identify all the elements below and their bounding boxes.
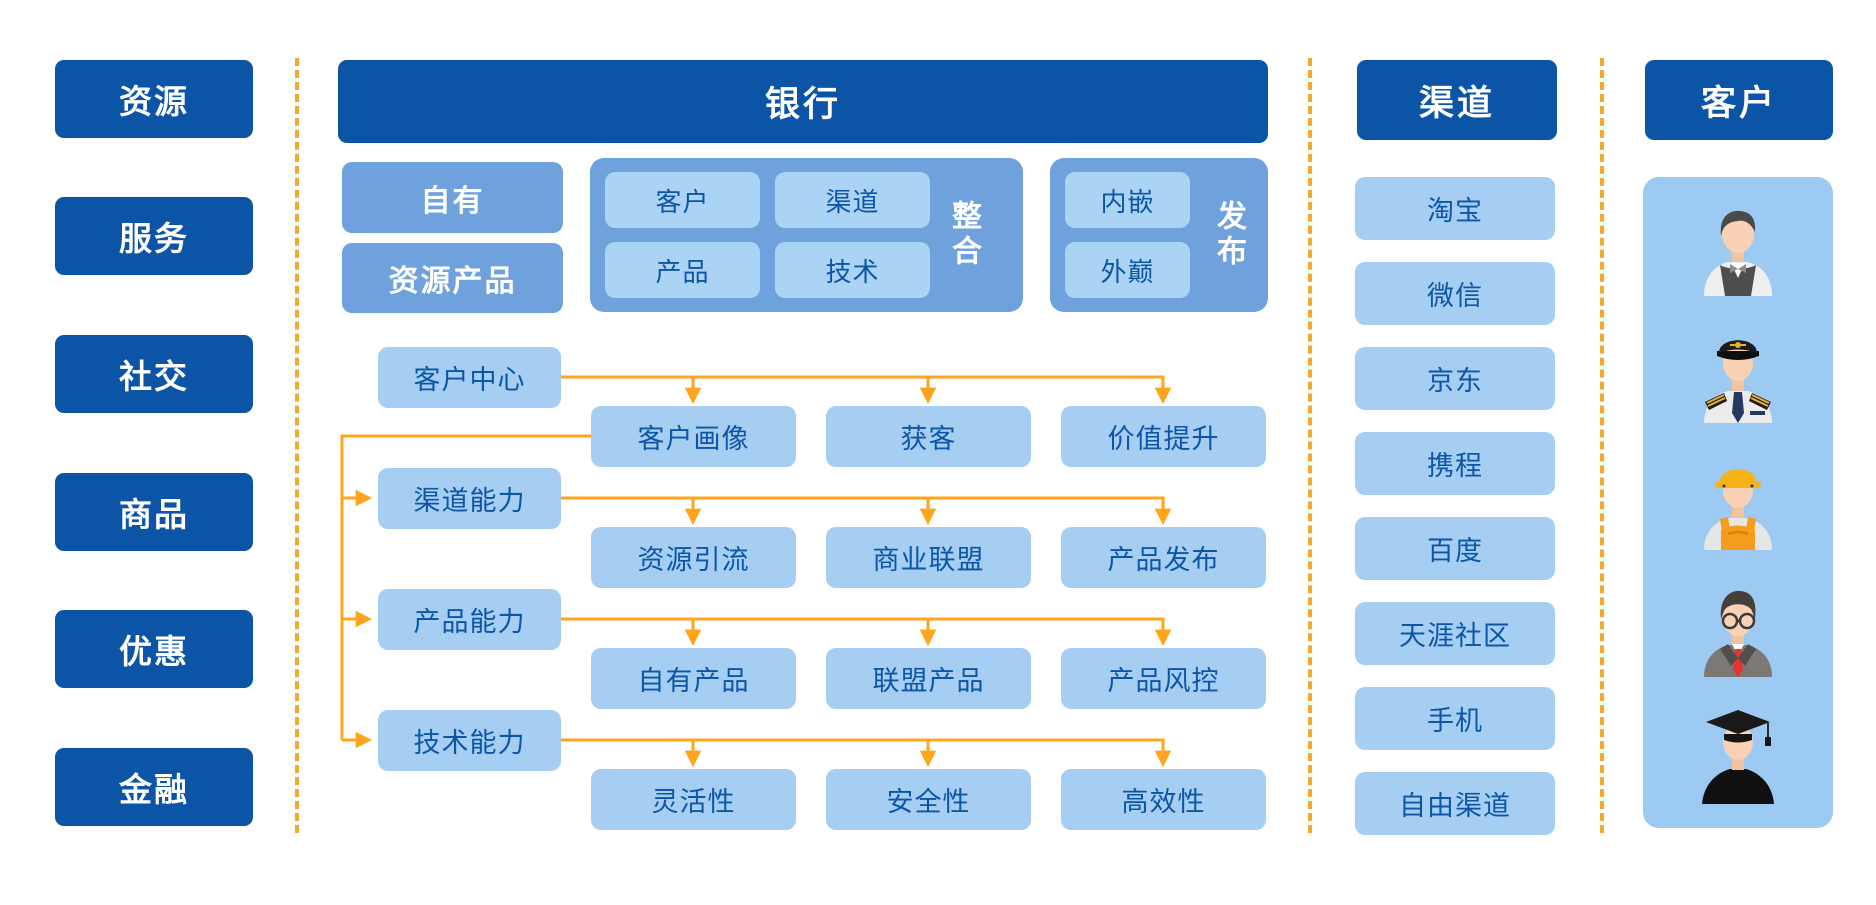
- integration-cell-tech: 技术: [775, 242, 930, 298]
- resource-product-box: 资源产品: [342, 243, 563, 313]
- separator-channel-customer: [1600, 58, 1604, 833]
- integration-cell-customer: 客户: [605, 172, 760, 228]
- own-box: 自有: [342, 162, 563, 233]
- channels-header: 渠道: [1357, 60, 1557, 140]
- rail-item-services: 服务: [55, 197, 253, 275]
- channel-item-free-channel: 自由渠道: [1355, 772, 1555, 835]
- flow-security: 安全性: [826, 769, 1031, 830]
- publish-group: 内嵌 外巅 发布: [1050, 158, 1268, 312]
- flow-customer-profile: 客户画像: [591, 406, 796, 467]
- channel-item-mobile: 手机: [1355, 687, 1555, 750]
- flow-resource-diversion: 资源引流: [591, 527, 796, 588]
- flow-product-risk-control: 产品风控: [1061, 648, 1266, 709]
- flow-own-products: 自有产品: [591, 648, 796, 709]
- separator-left: [295, 58, 299, 833]
- rail-item-social: 社交: [55, 335, 253, 413]
- channel-item-jd: 京东: [1355, 347, 1555, 410]
- customer-panel: [1643, 177, 1833, 828]
- flow-alliance-products: 联盟产品: [826, 648, 1031, 709]
- capability-tech: 技术能力: [378, 710, 561, 771]
- customers-header: 客户: [1645, 60, 1833, 140]
- channel-item-baidu: 百度: [1355, 517, 1555, 580]
- publish-cell-embedded: 内嵌: [1065, 172, 1190, 228]
- avatar-graduate-icon: [1702, 710, 1774, 804]
- flow-value-enhancement: 价值提升: [1061, 406, 1266, 467]
- flow-business-alliance: 商业联盟: [826, 527, 1031, 588]
- rail-item-discounts: 优惠: [55, 610, 253, 688]
- publish-cell-external: 外巅: [1065, 242, 1190, 298]
- channel-item-taobao: 淘宝: [1355, 177, 1555, 240]
- flow-customer-acquisition: 获客: [826, 406, 1031, 467]
- capability-channel: 渠道能力: [378, 468, 561, 529]
- flow-product-release: 产品发布: [1061, 527, 1266, 588]
- rail-item-resources: 资源: [55, 60, 253, 138]
- separator-bank-channel: [1308, 58, 1312, 833]
- bank-header: 银行: [338, 60, 1268, 143]
- integration-cell-product: 产品: [605, 242, 760, 298]
- publish-label: 发布: [1212, 200, 1245, 270]
- integration-label: 整合: [947, 200, 980, 270]
- rail-item-finance: 金融: [55, 748, 253, 826]
- avatar-waiter-icon: [1704, 210, 1772, 296]
- avatar-businessman-icon: [1704, 590, 1772, 677]
- avatar-pilot-icon: [1704, 340, 1772, 423]
- flow-efficiency: 高效性: [1061, 769, 1266, 830]
- avatar-construction-worker-icon: [1704, 469, 1772, 550]
- flow-flexibility: 灵活性: [591, 769, 796, 830]
- integration-cell-channel: 渠道: [775, 172, 930, 228]
- channel-item-wechat: 微信: [1355, 262, 1555, 325]
- capability-customer-center: 客户中心: [378, 347, 561, 408]
- channel-item-ctrip: 携程: [1355, 432, 1555, 495]
- rail-item-goods: 商品: [55, 473, 253, 551]
- capability-product: 产品能力: [378, 589, 561, 650]
- integration-group: 客户 渠道 产品 技术 整合: [590, 158, 1023, 312]
- channel-item-tianya: 天涯社区: [1355, 602, 1555, 665]
